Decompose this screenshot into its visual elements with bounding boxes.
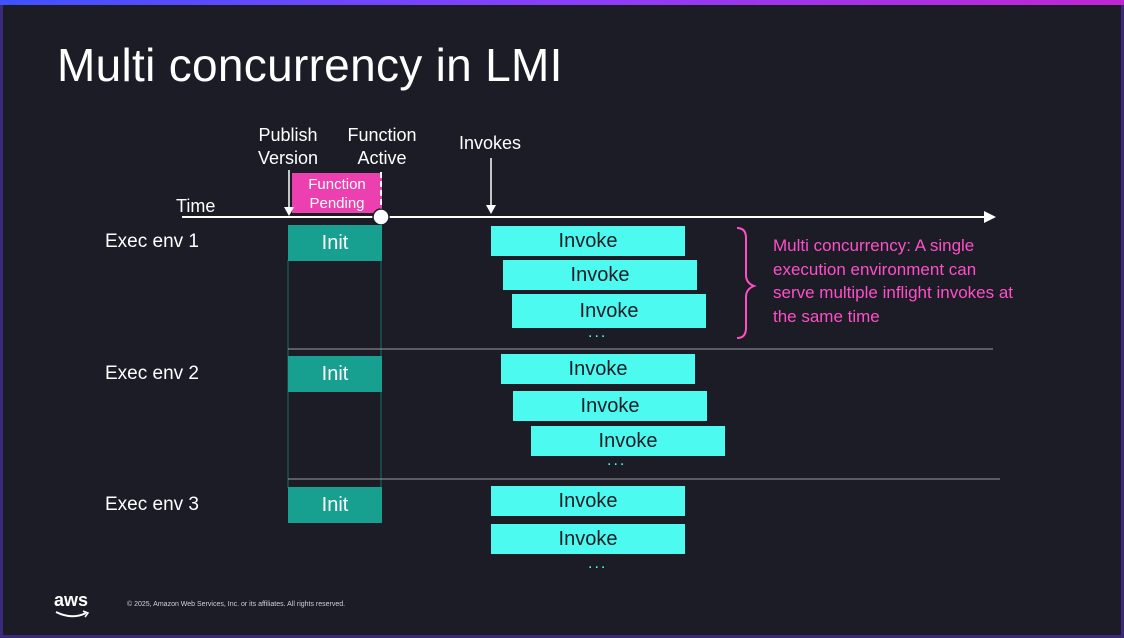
invoke-block: Invoke [491, 226, 685, 256]
invokes-label: Invokes [458, 133, 522, 153]
exec-env-3-label: Exec env 3 [105, 494, 199, 515]
invoke-block: Invoke [531, 426, 725, 456]
invoke-block: Invoke [513, 391, 707, 421]
pending-dashed-edge [380, 172, 382, 214]
function-active-marker [372, 208, 390, 226]
timeline-arrowhead [984, 211, 996, 223]
init-block: Init [288, 487, 382, 523]
time-label: Time [176, 196, 216, 216]
accent-bar [0, 0, 1124, 5]
invoke-block: Invoke [491, 524, 685, 554]
aws-logo: aws [54, 590, 90, 618]
publish-arrowhead [284, 207, 294, 216]
more-invokes-ellipsis: ... [588, 324, 608, 341]
invokes-arrowhead [486, 205, 496, 214]
invoke-block: Invoke [503, 260, 697, 290]
function-active-label: Function Active [347, 125, 417, 168]
concurrency-bracket [736, 227, 757, 339]
exec-env-2-label: Exec env 2 [105, 363, 199, 384]
more-invokes-ellipsis: ... [588, 555, 608, 572]
invoke-block: Invoke [512, 294, 706, 328]
aws-smile-icon [55, 610, 90, 618]
aws-logo-text: aws [54, 590, 89, 610]
slide-title: Multi concurrency in LMI [57, 39, 563, 91]
exec-env-1-label: Exec env 1 [105, 231, 199, 252]
copyright-text: © 2025, Amazon Web Services, Inc. or its… [127, 601, 346, 608]
init-block: Init [288, 225, 382, 261]
init-block: Init [288, 356, 382, 392]
multi-concurrency-note: Multi concurrency: A single execution en… [773, 236, 1014, 326]
more-invokes-ellipsis: ... [607, 452, 627, 469]
invoke-block: Invoke [501, 354, 695, 384]
invoke-block: Invoke [491, 486, 685, 516]
publish-version-label: Publish Version [257, 125, 319, 168]
function-pending-box: Function Pending [292, 173, 382, 213]
function-pending-label: Function Pending [308, 176, 366, 212]
